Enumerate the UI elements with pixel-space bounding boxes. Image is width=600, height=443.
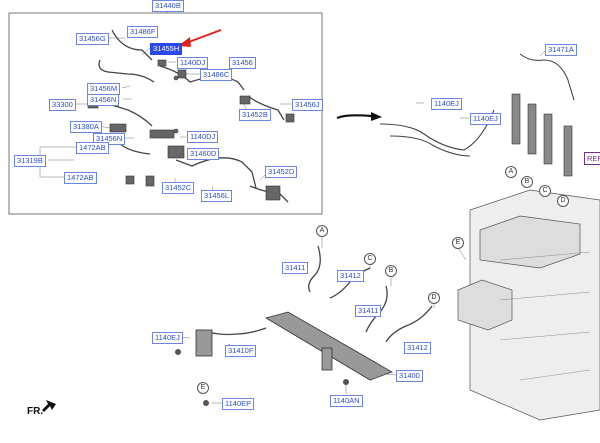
callout-b-top: B xyxy=(521,176,533,188)
callout-a-top: A xyxy=(505,166,517,178)
label-1140ej-a[interactable]: 1140EJ xyxy=(431,98,462,110)
label-31380a[interactable]: 31380A xyxy=(70,121,102,133)
label-31412-b[interactable]: 31412 xyxy=(404,342,431,354)
label-1140dj-a[interactable]: 1140DJ xyxy=(177,57,209,69)
label-31456g[interactable]: 31456G xyxy=(76,33,109,45)
label-1140ep[interactable]: 1140EP xyxy=(222,398,255,410)
injector-harness xyxy=(379,53,575,157)
engine-block xyxy=(457,189,600,421)
label-31452c[interactable]: 31452C xyxy=(162,182,195,194)
fuel-pipes xyxy=(199,245,433,343)
callout-d-low: D xyxy=(428,292,440,304)
label-1140ej-c[interactable]: 1140EJ xyxy=(152,332,183,344)
ref-label[interactable]: REF xyxy=(584,152,600,165)
label-31455h[interactable]: 31455H xyxy=(150,43,183,55)
label-1472ab-b[interactable]: 1472AB xyxy=(64,172,97,184)
callout-a-low: A xyxy=(316,225,328,237)
label-31486f[interactable]: 31486F xyxy=(127,26,159,38)
label-31440b[interactable]: 31440B xyxy=(152,0,184,12)
label-31456-a[interactable]: 31456 xyxy=(229,57,256,69)
label-1140ej-b[interactable]: 1140EJ xyxy=(470,113,501,125)
fuel-rail xyxy=(195,311,393,381)
label-31411-a[interactable]: 31411 xyxy=(282,262,309,274)
fr-arrow-icon xyxy=(42,400,56,412)
injectors xyxy=(511,93,573,177)
bolt-1140EJ-lower xyxy=(175,349,181,355)
label-31452b[interactable]: 31452B xyxy=(239,109,271,121)
main-lead-arrow xyxy=(336,114,372,120)
label-1140dj-b[interactable]: 1140DJ xyxy=(187,131,219,143)
label-31460d[interactable]: 31460D xyxy=(187,148,220,160)
label-31400[interactable]: 31400 xyxy=(396,370,423,382)
label-31486c[interactable]: 31486C xyxy=(200,69,233,81)
label-1472ab-a[interactable]: 1472AB xyxy=(76,142,109,154)
label-31412-a[interactable]: 31412 xyxy=(337,270,364,282)
bolt-1140EP xyxy=(203,400,209,406)
main-lead-arrowhead xyxy=(371,112,382,121)
red-arrow-shaft xyxy=(185,29,222,44)
callout-c-top: C xyxy=(539,185,551,197)
label-31411-b[interactable]: 31411 xyxy=(355,305,382,317)
label-31319b[interactable]: 31319B xyxy=(14,155,46,167)
callout-e-top: E xyxy=(452,237,464,249)
engine-lines xyxy=(499,251,591,381)
label-31410f[interactable]: 31410F xyxy=(225,345,257,357)
callout-c-low: C xyxy=(364,253,376,265)
label-1140an[interactable]: 1140AN xyxy=(330,395,363,407)
detail-frame xyxy=(8,12,323,215)
label-31456l[interactable]: 31456L xyxy=(201,190,233,202)
callout-d-top: D xyxy=(557,195,569,207)
label-31471a[interactable]: 31471A xyxy=(545,44,577,56)
label-33300[interactable]: 33300 xyxy=(49,99,76,111)
front-indicator: FR. xyxy=(27,406,44,417)
label-31456j[interactable]: 31456J xyxy=(292,99,323,111)
bolt-1140AN xyxy=(343,379,349,385)
label-31452d[interactable]: 31452D xyxy=(265,166,298,178)
callout-e-low: E xyxy=(197,382,209,394)
label-31456n-a[interactable]: 31456N xyxy=(87,94,120,106)
callout-b-low: B xyxy=(385,265,397,277)
